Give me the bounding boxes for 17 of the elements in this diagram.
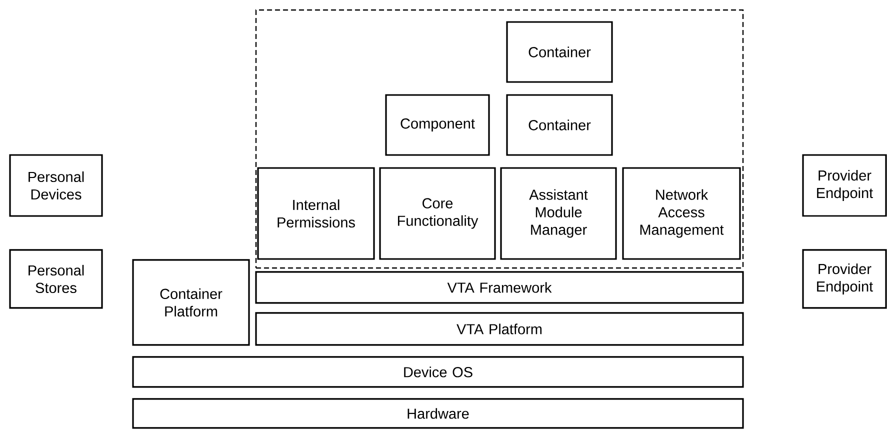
component-box: Internal Permissions bbox=[257, 167, 375, 260]
layer-box: Device OS bbox=[132, 356, 744, 388]
layer-box: VTA Framework bbox=[255, 271, 744, 304]
layer-box: Hardware bbox=[132, 398, 744, 429]
component-box: Assistant Module Manager bbox=[500, 167, 617, 260]
external-box: Personal Stores bbox=[9, 249, 103, 309]
component-box: Component bbox=[385, 94, 490, 156]
external-box: Provider Endpoint bbox=[802, 154, 887, 217]
component-box: Network Access Management bbox=[622, 167, 741, 260]
component-box: Container bbox=[506, 21, 613, 83]
dashed-group-frame bbox=[255, 9, 744, 269]
external-box: Personal Devices bbox=[9, 154, 103, 217]
component-box: Container bbox=[506, 94, 613, 156]
external-box: Provider Endpoint bbox=[802, 249, 887, 309]
component-box: Core Functionality bbox=[379, 167, 496, 260]
component-box: Container Platform bbox=[132, 259, 250, 346]
layer-box: VTA Platform bbox=[255, 312, 744, 346]
